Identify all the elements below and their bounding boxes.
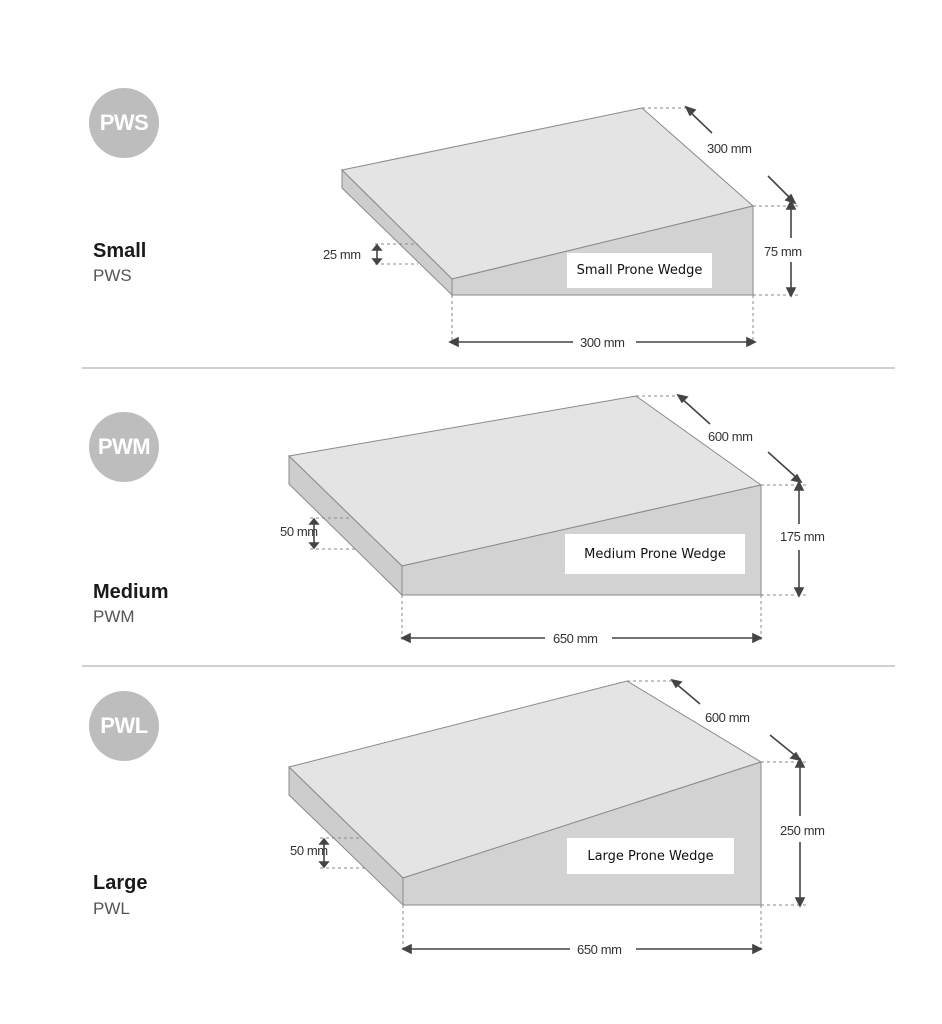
dim-low-height-large: 50 mm xyxy=(290,843,328,858)
wedge-label-medium: Medium Prone Wedge xyxy=(565,534,745,574)
size-badge-medium: PWM xyxy=(89,412,159,482)
size-title-medium: Medium xyxy=(93,581,169,603)
dim-length-large: 650 mm xyxy=(577,942,622,957)
dim-height-medium: 175 mm xyxy=(780,529,825,544)
dim-low-height-small: 25 mm xyxy=(323,247,361,262)
size-title-small: Small xyxy=(93,240,147,262)
dim-depth-large: 600 mm xyxy=(705,710,750,725)
dim-low-height-medium: 50 mm xyxy=(280,524,318,539)
dim-height-small: 75 mm xyxy=(764,244,802,259)
size-code-large: PWL xyxy=(93,899,130,918)
dim-length-small: 300 mm xyxy=(580,335,625,350)
dim-length-medium: 650 mm xyxy=(553,631,598,646)
size-badge-small: PWS xyxy=(89,88,159,158)
size-code-medium: PWM xyxy=(93,607,135,626)
dim-height-large: 250 mm xyxy=(780,823,825,838)
dimension-arrows-medium xyxy=(308,393,805,644)
wedge-label-large: Large Prone Wedge xyxy=(567,838,734,874)
wedge-label-small: Small Prone Wedge xyxy=(567,253,712,288)
size-badge-large: PWL xyxy=(89,691,159,761)
dimension-arrows-large xyxy=(318,678,806,955)
dim-depth-small: 300 mm xyxy=(707,141,752,156)
size-title-large: Large xyxy=(93,872,148,894)
section-divider-2 xyxy=(82,665,895,667)
dimension-arrows-small xyxy=(371,105,797,348)
section-divider-1 xyxy=(82,367,895,369)
size-code-small: PWS xyxy=(93,266,132,285)
dim-depth-medium: 600 mm xyxy=(708,429,753,444)
